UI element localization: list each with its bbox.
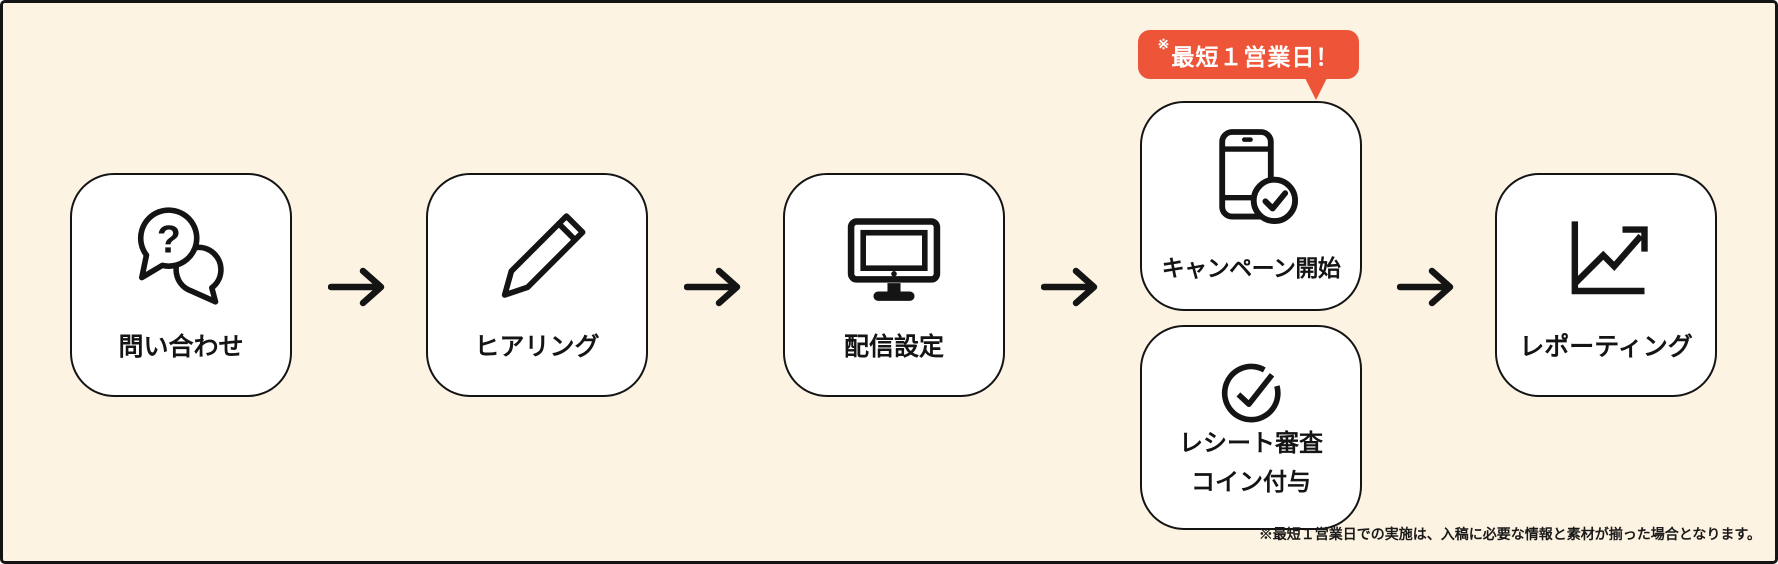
step-card-delivery-settings: 配信設定 [783, 173, 1005, 397]
flow-arrow [1041, 266, 1103, 308]
step-card-hearing: ヒアリング [426, 173, 648, 397]
desktop-monitor-icon [838, 201, 950, 313]
step-label-receipt-review: レシート審査 コイン付与 [1142, 424, 1360, 502]
line-chart-icon [1551, 203, 1661, 313]
step-label-hearing: ヒアリング [474, 333, 600, 361]
badge-text: 最短１営業日！ [1171, 43, 1340, 70]
smartphone-check-icon [1197, 123, 1305, 231]
pencil-icon [480, 199, 594, 313]
flow-arrow [328, 266, 390, 308]
step-card-campaign-start: キャンペーン開始 [1140, 101, 1362, 311]
svg-text:?: ? [157, 218, 181, 261]
step-card-receipt-review: レシート審査 コイン付与 [1140, 325, 1362, 530]
step-label-receipt-review-line1: レシート審査 [1179, 430, 1323, 457]
badge-tail-pointer [1304, 76, 1328, 100]
step-label-campaign-start: キャンペーン開始 [1161, 255, 1341, 281]
step-label-reporting: レポーティング [1519, 333, 1693, 361]
lead-time-badge: ※ 最短１営業日！ [1138, 30, 1359, 100]
question-chat-icon: ? [125, 201, 237, 313]
step-label-inquiry: 問い合わせ [118, 333, 244, 361]
step-card-inquiry: ? 問い合わせ [70, 173, 292, 397]
flow-arrow [1397, 266, 1459, 308]
step-card-reporting: レポーティング [1495, 173, 1717, 397]
check-circle-icon [1209, 351, 1293, 435]
footnote-text: ※最短１営業日での実施は、入稿に必要な情報と素材が揃った場合となります。 [1258, 526, 1761, 542]
badge-note-marker: ※ [1157, 36, 1170, 52]
step-label-receipt-review-line2: コイン付与 [1191, 469, 1311, 496]
step-label-delivery-settings: 配信設定 [843, 333, 944, 361]
flow-arrow [684, 266, 746, 308]
